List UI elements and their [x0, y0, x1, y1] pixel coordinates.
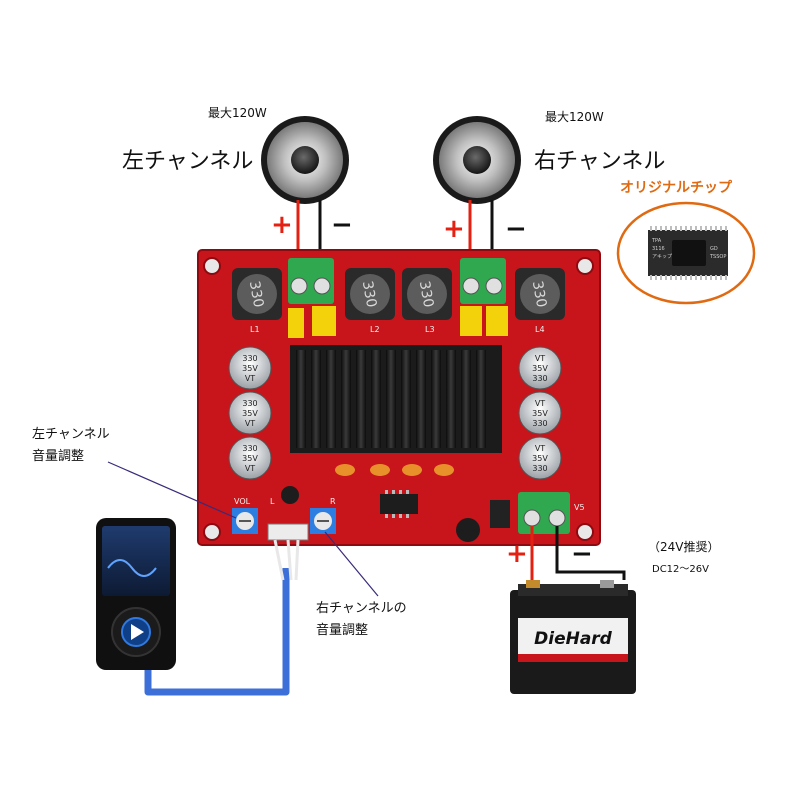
- battery-brand: DieHard: [534, 629, 613, 649]
- right-plus-sign: +: [443, 214, 465, 244]
- chip-callout: [616, 201, 756, 305]
- heatsink: [290, 345, 502, 453]
- misc-components: [267, 486, 510, 542]
- silk-l: L: [270, 497, 275, 506]
- speaker-terminal-left: [288, 258, 334, 304]
- inductor: [345, 268, 395, 320]
- inductor-label: 330: [359, 280, 379, 309]
- right-volume-label-line1: 右チャンネルの: [316, 601, 407, 616]
- cap-label: 35V: [242, 364, 258, 373]
- cap-label: VT: [245, 374, 255, 383]
- small-capacitors: [335, 464, 454, 476]
- silk-vol: VOL: [234, 497, 251, 506]
- chip-marking: TSSOP: [709, 254, 726, 260]
- inductor-label: 330: [246, 280, 266, 309]
- power-wires: [530, 526, 626, 580]
- right-power-label: 最大120W: [545, 110, 604, 124]
- cap-label: VT: [245, 419, 255, 428]
- cap-label: 330: [532, 419, 547, 428]
- chip-marking: GD: [710, 246, 718, 252]
- power-recommended: （24V推奨）: [648, 540, 720, 554]
- chip-marking: TPA: [651, 238, 662, 244]
- inductor: [515, 268, 565, 320]
- audio-player: [96, 518, 176, 670]
- left-volume-label-line1: 左チャンネル: [32, 427, 110, 442]
- silk-v: V5: [574, 503, 585, 512]
- inductor: [232, 268, 282, 320]
- cap-label: 330: [532, 374, 547, 383]
- right-minus-sign: −: [505, 214, 527, 244]
- power-range: DC12～26V: [652, 564, 709, 575]
- inductor: [402, 268, 452, 320]
- left-volume-label-line2: 音量調整: [32, 449, 85, 464]
- silk-l1: L1: [250, 325, 260, 334]
- audio-cable: [144, 539, 300, 696]
- left-power-label: 最大120W: [208, 106, 267, 120]
- speaker-right: [433, 116, 521, 204]
- silk-l4: L4: [535, 325, 545, 334]
- battery-plus-sign: +: [506, 539, 528, 569]
- cap-label: VT: [535, 399, 545, 408]
- cap-label: 35V: [242, 409, 258, 418]
- left-plus-sign: +: [271, 210, 293, 240]
- battery: [510, 580, 636, 694]
- inductor-label: 330: [416, 280, 436, 309]
- film-capacitors: [288, 306, 508, 338]
- right-channel-label: 右チャンネル: [534, 149, 666, 174]
- inductor-label: 330: [529, 280, 549, 309]
- speaker-terminal-right: [460, 258, 506, 304]
- volume-pot-left[interactable]: [232, 508, 258, 534]
- electrolytic-capacitors-left: [228, 346, 272, 480]
- cap-label: 330: [242, 399, 257, 408]
- right-volume-label-line2: 音量調整: [316, 623, 369, 638]
- cap-label: 330: [532, 464, 547, 473]
- cap-label: 35V: [532, 454, 548, 463]
- silk-r: R: [330, 497, 336, 506]
- speaker-left: [261, 116, 349, 204]
- chip-title: オリジナルチップ: [620, 180, 732, 196]
- cap-label: 35V: [532, 364, 548, 373]
- cap-label: 35V: [242, 454, 258, 463]
- cap-label: VT: [535, 354, 545, 363]
- chip-marking: 3116: [652, 246, 665, 252]
- left-minus-sign: −: [331, 210, 353, 240]
- cap-label: VT: [535, 444, 545, 453]
- cap-label: 35V: [532, 409, 548, 418]
- cap-label: 330: [242, 354, 257, 363]
- cap-label: 330: [242, 444, 257, 453]
- power-terminal: [518, 492, 570, 534]
- silk-l2: L2: [370, 325, 380, 334]
- left-channel-label: 左チャンネル: [122, 149, 254, 174]
- battery-minus-sign: −: [571, 539, 593, 569]
- electrolytic-capacitors-right: [518, 346, 562, 480]
- opamp-ic: [380, 490, 418, 518]
- volume-pot-right[interactable]: [310, 508, 336, 534]
- chip-marking: アキップ: [652, 254, 672, 260]
- cap-label: VT: [245, 464, 255, 473]
- pointer-lines: [107, 461, 379, 597]
- silk-l3: L3: [425, 325, 435, 334]
